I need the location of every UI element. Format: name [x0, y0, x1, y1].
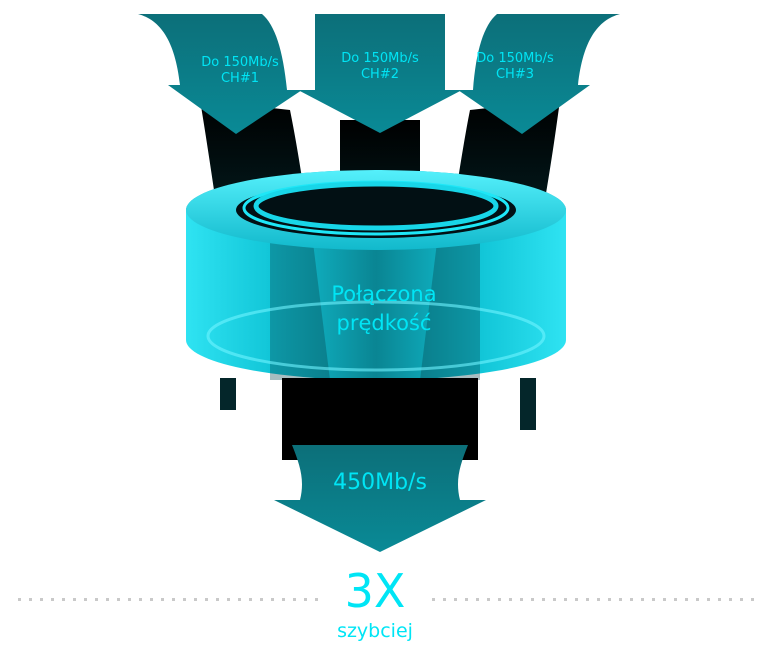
channel-3-speed: Do 150Mb/s	[476, 51, 554, 66]
channel-1-speed: Do 150Mb/s	[201, 55, 279, 70]
input-arrow-ch1	[138, 14, 302, 134]
channel-3-name: CH#3	[495, 66, 535, 82]
total-speed-label: 450Mb/s	[333, 470, 427, 495]
decorative-dashes-left	[18, 598, 318, 601]
multiplier-label: 3X	[344, 564, 406, 618]
channel-2-name: CH#2	[360, 66, 400, 82]
cylinder-shade-left	[270, 218, 330, 380]
cylinder-shade-right	[420, 218, 480, 380]
combined-line-2: prędkość	[336, 311, 432, 336]
cylinder-inner-bottom-ring	[206, 300, 546, 372]
channel-1-name: CH#1	[220, 70, 260, 86]
input-arrow-ch3	[458, 14, 620, 134]
combined-line-1: Połączona	[331, 282, 437, 306]
combined-speed-label: Połączona prędkość	[264, 280, 504, 339]
input-arrow-ch2	[298, 14, 462, 133]
output-stream	[282, 378, 478, 460]
multiplier-sub-label: szybciej	[337, 620, 413, 642]
channel-2-speed: Do 150Mb/s	[341, 51, 419, 66]
decorative-dashes-right	[432, 598, 754, 601]
channel-1-label: Do 150Mb/s CH#1	[180, 55, 300, 86]
channel-2-label: Do 150Mb/s CH#2	[320, 51, 440, 82]
cylinder-body	[186, 210, 566, 380]
channel-3-label: Do 150Mb/s CH#3	[455, 51, 575, 82]
drip-left	[220, 378, 236, 410]
cylinder-inner-ring-2	[253, 181, 499, 231]
output-arrow	[274, 445, 486, 552]
drip-right	[520, 378, 536, 430]
